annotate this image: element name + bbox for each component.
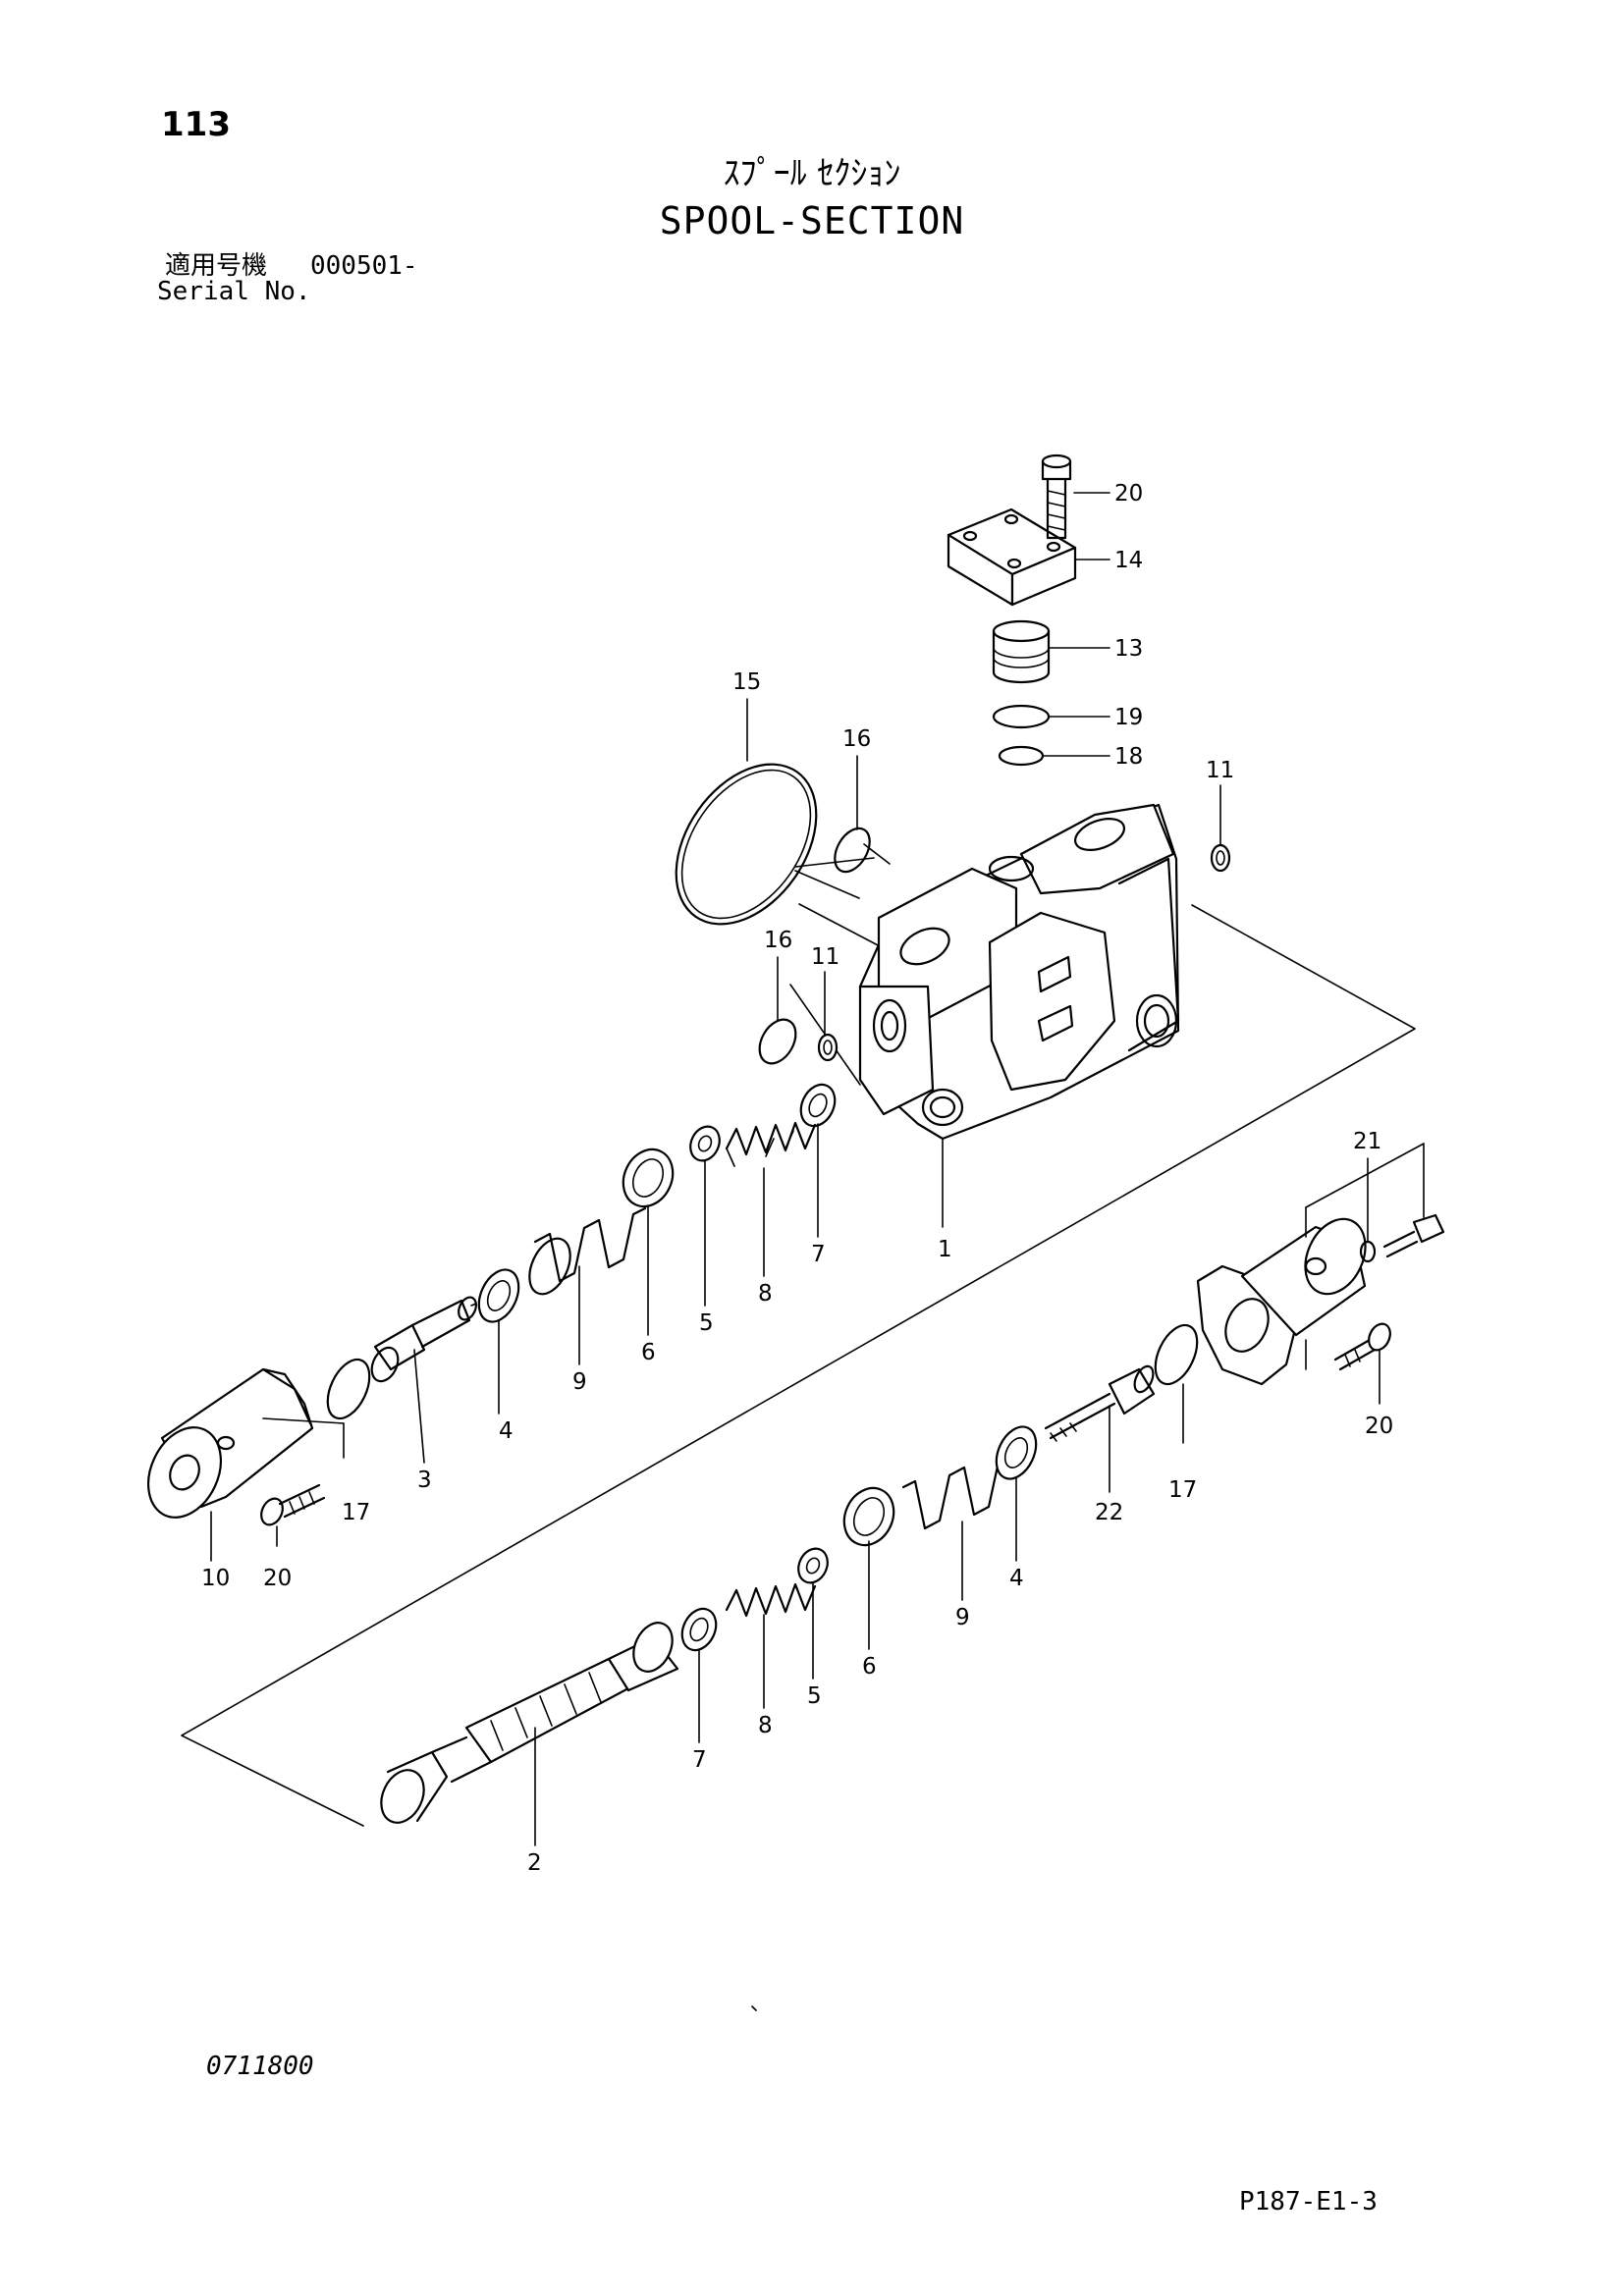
- serial-number-value: 000501-: [310, 251, 418, 281]
- part-6-retainer-upper: [622, 1148, 675, 1208]
- callout-19: 19: [1114, 705, 1143, 730]
- part-14-cover-plate: [947, 507, 1077, 607]
- serial-label-japanese: 適用号機: [165, 251, 268, 281]
- callout-16-upper: 16: [842, 726, 871, 752]
- page-code: P187-E1-3: [1239, 2187, 1378, 2216]
- callout-17-left: 17: [342, 1500, 370, 1525]
- part-4-seat-lower: [995, 1425, 1038, 1480]
- callout-5-lower: 5: [807, 1683, 822, 1709]
- callout-8-upper: 8: [758, 1281, 773, 1307]
- part-5-washer-lower: [797, 1547, 829, 1584]
- callouts: 1 2 3 4 4 5 5 6 6 7 7 8 8 9 9 10 11 11 1…: [201, 481, 1393, 1876]
- part-1-valve-body: [858, 803, 1180, 1228]
- part-18-o-ring: [998, 745, 1045, 767]
- part-3-plunger: [370, 1296, 477, 1383]
- part-10-cap: [147, 1367, 345, 1562]
- stray-mark: [751, 2005, 757, 2011]
- callout-10: 10: [201, 1566, 230, 1591]
- callout-7-lower: 7: [692, 1747, 707, 1773]
- part-9-spring-upper: [528, 1206, 647, 1296]
- part-8-spring-upper: [725, 1121, 817, 1167]
- callout-3: 3: [417, 1468, 432, 1493]
- callout-16-lower: 16: [764, 928, 792, 953]
- leader-lines: [413, 492, 1369, 1743]
- part-5-washer-upper: [689, 1125, 721, 1162]
- part-11-plug-right: [1210, 843, 1231, 873]
- page-number: 113: [161, 105, 231, 144]
- part-13-plug: [992, 619, 1051, 684]
- callout-22: 22: [1095, 1500, 1123, 1525]
- callout-14: 14: [1114, 548, 1143, 573]
- callout-8-lower: 8: [758, 1713, 773, 1738]
- part-4-seat-upper: [477, 1268, 520, 1323]
- callout-1: 1: [938, 1237, 952, 1262]
- callout-13: 13: [1114, 636, 1143, 662]
- callout-4-upper: 4: [499, 1418, 514, 1444]
- callout-9-upper: 9: [572, 1369, 587, 1395]
- part-20-top-bolt: [1041, 454, 1072, 540]
- callout-11-left: 11: [811, 944, 839, 970]
- part-2-spool: [380, 1622, 679, 1846]
- part-7-seal-lower: [680, 1607, 718, 1652]
- serial-label: Serial No.: [157, 277, 311, 306]
- part-17-o-ring-right: [1154, 1323, 1199, 1386]
- callout-4-lower: 4: [1009, 1566, 1024, 1591]
- part-6-retainer-lower: [842, 1486, 895, 1547]
- part-16-o-ring-upper: [834, 827, 871, 874]
- part-bolt-right-top: [1382, 1143, 1445, 1258]
- part-20-bolt-left: [260, 1483, 326, 1547]
- callout-9-lower: 9: [955, 1605, 970, 1630]
- callout-2: 2: [527, 1850, 542, 1876]
- page-title: SPOOL-SECTION: [659, 199, 965, 242]
- part-17-o-ring-left: [326, 1358, 371, 1420]
- part-15-large-o-ring: [675, 763, 818, 926]
- callout-21: 21: [1353, 1129, 1381, 1154]
- part-20-bolt-right: [1333, 1322, 1391, 1405]
- callout-11-right: 11: [1206, 758, 1234, 783]
- callout-17-right: 17: [1168, 1477, 1197, 1503]
- drawing-code: 0711800: [206, 2052, 314, 2081]
- callout-6-upper: 6: [641, 1340, 656, 1365]
- part-19-o-ring: [992, 704, 1051, 729]
- callout-20-top: 20: [1114, 481, 1143, 507]
- part-16-o-ring-lower: [758, 1018, 797, 1065]
- callout-7-upper: 7: [811, 1242, 826, 1267]
- part-11-plug-left: [817, 1033, 839, 1062]
- part-22-plunger: [1044, 1364, 1156, 1493]
- callout-20-left: 20: [263, 1566, 292, 1591]
- page-title-japanese: ｽﾌﾟｰﾙ ｾｸｼｮﾝ: [723, 154, 901, 193]
- callout-5-upper: 5: [699, 1310, 714, 1336]
- part-8-spring-lower: [725, 1582, 817, 1618]
- callout-20-right: 20: [1365, 1414, 1393, 1439]
- part-7-seal-upper: [799, 1083, 837, 1128]
- callout-15: 15: [732, 669, 761, 695]
- part-cap-right: [1196, 1143, 1425, 1386]
- callout-6-lower: 6: [862, 1654, 877, 1680]
- part-9-spring-lower: [901, 1454, 1012, 1530]
- callout-18: 18: [1114, 744, 1143, 770]
